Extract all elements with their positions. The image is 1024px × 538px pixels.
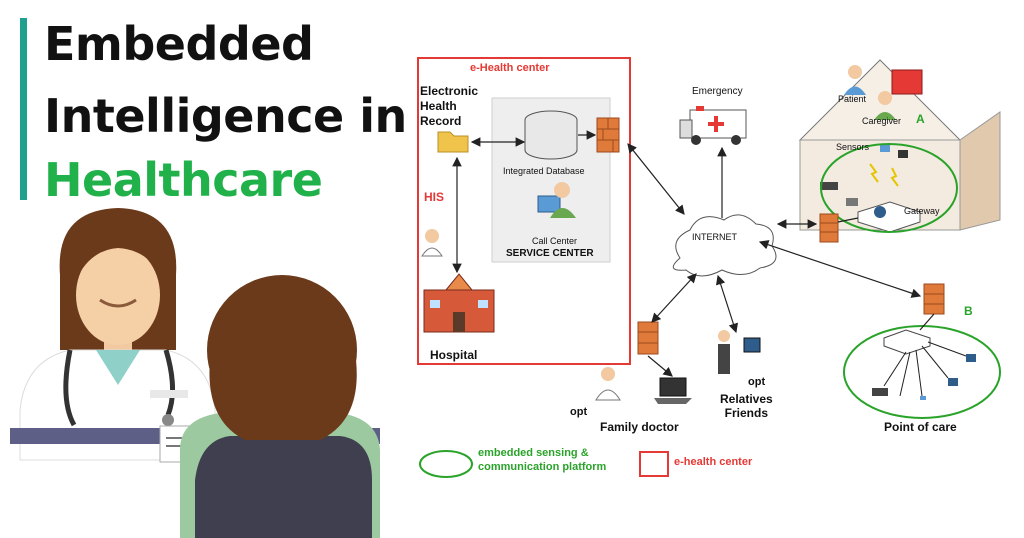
caregiver-person-icon (874, 91, 896, 120)
family-doctor-label: Family doctor (600, 420, 679, 434)
gateway-label: Gateway (904, 206, 940, 216)
firewall-icon (923, 283, 945, 315)
internet-label: INTERNET (692, 232, 737, 242)
folder-icon (437, 131, 469, 153)
sensors-label: Sensors (836, 142, 870, 152)
platform-a-label: A (916, 112, 925, 126)
patient-label: Patient (838, 94, 867, 104)
legend-green-label: embedded sensing & communication platfor… (478, 447, 607, 473)
opt-label-2: opt (748, 376, 766, 388)
caregiver-label: Caregiver (862, 116, 902, 126)
integrated-database-label: Integrated Database (503, 166, 585, 176)
platform-b-label: B (964, 304, 973, 318)
gateway-icon (857, 201, 921, 233)
sensor-devices (820, 144, 908, 206)
patient-figure (180, 275, 380, 538)
legend-green-ellipse (419, 450, 473, 478)
patient-person-icon (844, 65, 866, 95)
firewall-icon (596, 117, 620, 153)
hospital-icon (423, 273, 495, 333)
family-doctor-icon (595, 367, 621, 401)
ambulance-icon (679, 106, 747, 145)
laptop-icon (654, 377, 692, 404)
ehealth-diagram (417, 57, 1001, 478)
heading-line-1: Embedded (44, 17, 314, 71)
ehr-label: Electronic Health Record (420, 84, 479, 128)
service-center-label: SERVICE CENTER (506, 248, 594, 259)
hospital-label: Hospital (430, 348, 478, 362)
heading-line-2: Intelligence in (44, 89, 407, 143)
home-platform-ellipse (820, 143, 958, 233)
internet-cloud-icon (672, 214, 777, 277)
his-label: HIS (424, 190, 445, 204)
ehealth-center-label: e-Health center (470, 62, 550, 74)
relatives-friends-label: Relatives Friends (720, 392, 773, 420)
point-of-care-label: Point of care (884, 420, 957, 434)
doctor-figure (19, 208, 216, 461)
doctor-patient-illustration (10, 208, 380, 538)
emergency-label: Emergency (692, 86, 743, 97)
firewall-icon (819, 213, 839, 243)
call-center-icon (537, 182, 576, 218)
poc-hub-icon (872, 329, 976, 400)
accent-bar (20, 18, 27, 200)
legend-red-rect (639, 451, 669, 477)
legend-red-label: e-health center (674, 456, 753, 468)
opt-label-1: opt (570, 406, 588, 418)
call-center-label: Call Center (532, 236, 578, 246)
heading-line-3: Healthcare (44, 153, 323, 207)
database-icon (524, 110, 578, 160)
firewall-icon (637, 321, 659, 355)
relatives-icon (718, 330, 761, 374)
doctor-icon (421, 229, 443, 257)
poc-platform-ellipse (843, 325, 1001, 419)
